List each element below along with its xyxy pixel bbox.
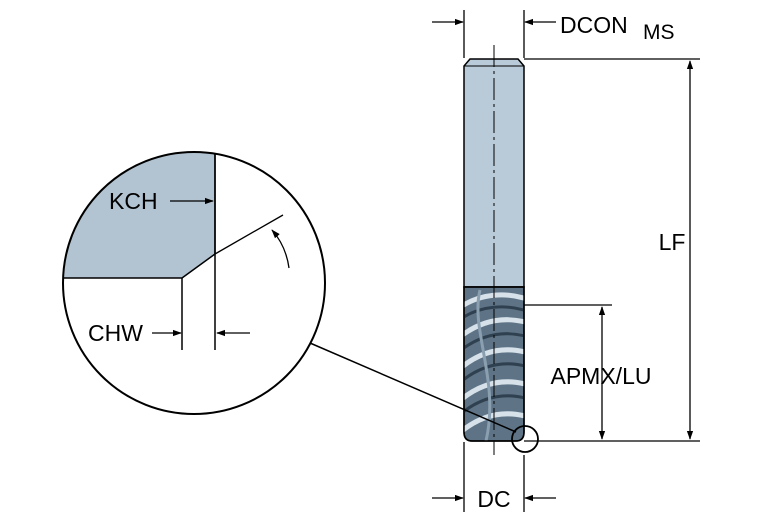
- dc-label: DC: [477, 486, 510, 512]
- detail-circle: [62, 151, 326, 415]
- apmx-lu-label: APMX/LU: [551, 363, 652, 389]
- dcon-dimension: [432, 10, 556, 58]
- chw-label: CHW: [88, 320, 143, 346]
- dcon-subscript-label: MS: [643, 21, 675, 44]
- lf-label: LF: [659, 229, 686, 255]
- dcon-label: DCON: [560, 12, 628, 38]
- callout-small-circle: [511, 425, 539, 453]
- lf-dimension: [524, 58, 700, 442]
- dc-dimension: [432, 442, 556, 512]
- callout-leader-line: [309, 342, 517, 433]
- kch-label: KCH: [109, 188, 158, 214]
- end-mill-tool: [463, 45, 525, 455]
- apmx-dimension: [524, 304, 612, 440]
